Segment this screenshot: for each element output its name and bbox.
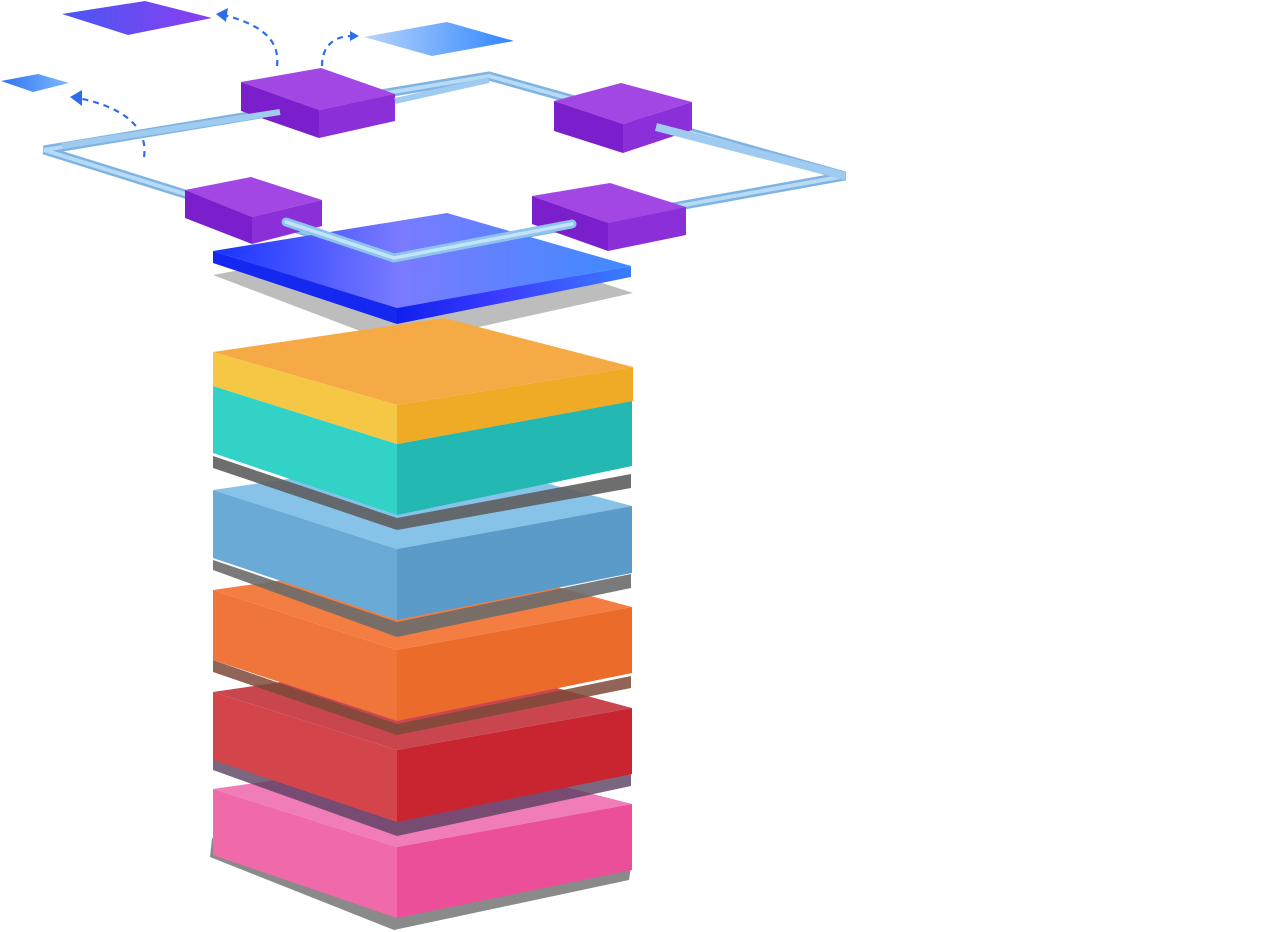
arrow-head-3-icon xyxy=(70,90,82,106)
node-1 xyxy=(241,68,395,138)
arrow-heads xyxy=(70,8,359,106)
floating-tile-3 xyxy=(1,74,69,92)
ring-front xyxy=(61,77,847,263)
layer-stack xyxy=(210,318,633,930)
arrow-head-1-icon xyxy=(216,8,228,22)
node-4 xyxy=(532,183,686,251)
node-2 xyxy=(554,83,692,153)
platform-edge-right xyxy=(397,266,631,324)
arrow-path-2 xyxy=(320,34,353,67)
arrow-path-1 xyxy=(223,13,279,67)
arrow-head-2-icon xyxy=(350,31,359,41)
dashed-arrows xyxy=(77,13,353,158)
teal-layer xyxy=(213,386,632,530)
yellow-layer xyxy=(213,318,633,444)
platform-edge-left xyxy=(213,251,397,324)
arrow-path-3 xyxy=(77,96,146,158)
floating-tiles xyxy=(1,1,514,92)
floating-tile-2 xyxy=(364,22,514,56)
floating-tile-1 xyxy=(62,1,212,35)
